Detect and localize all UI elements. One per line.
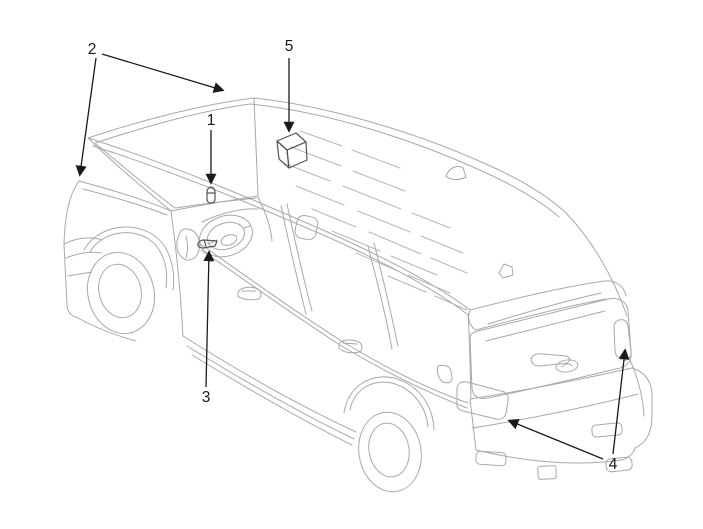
roof-antenna — [445, 165, 467, 180]
taillight-left — [456, 381, 509, 420]
bulb-component — [206, 186, 216, 204]
rear-wheel — [358, 411, 422, 493]
callout-2-arrow-roof — [101, 53, 225, 93]
callout-3-arrow — [203, 250, 215, 388]
headrest — [294, 214, 319, 241]
side-mirror — [176, 228, 200, 261]
callout-3-label: 3 — [202, 389, 211, 406]
front-fender — [63, 180, 80, 245]
tailgate — [469, 298, 632, 399]
roof-module-component — [276, 132, 308, 169]
callout-4-label: 4 — [609, 456, 618, 473]
roofline — [253, 97, 567, 214]
callout-2-arrow-front — [75, 57, 97, 177]
rear-bumper — [469, 367, 633, 400]
callout-1-label: 1 — [207, 112, 216, 129]
headlight — [63, 237, 103, 245]
callout-4-arrow-right — [612, 348, 630, 455]
callout-5-label: 5 — [285, 38, 294, 55]
brand-logo — [555, 359, 579, 373]
steering-wheel — [199, 214, 253, 258]
rear-door-handle — [338, 339, 363, 354]
taillight-right — [613, 319, 632, 361]
callout-4-arrow-left — [507, 419, 604, 460]
switch-lever-component — [197, 239, 218, 249]
windshield — [87, 97, 259, 212]
exhaust-tip — [605, 456, 633, 473]
front-wheel — [86, 251, 156, 335]
roof-rib-lines — [285, 130, 468, 311]
callout-2-label: 2 — [88, 41, 97, 58]
front-door-handle — [237, 286, 262, 301]
vehicle-line-art — [63, 97, 653, 493]
